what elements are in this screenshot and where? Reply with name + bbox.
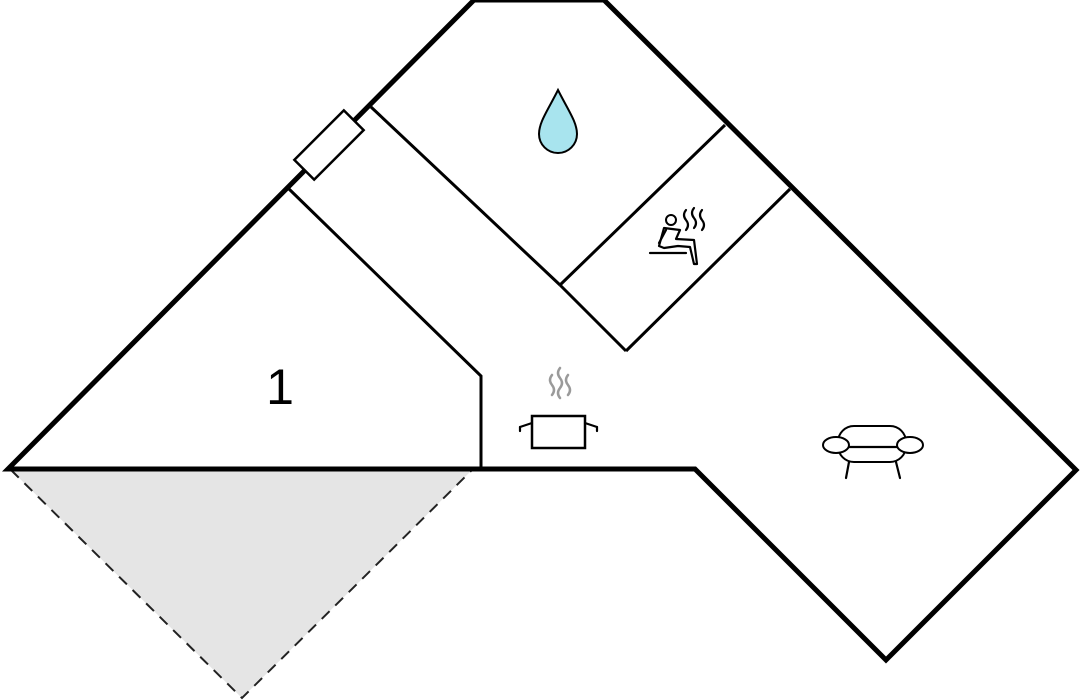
hall-bath-wall bbox=[369, 105, 562, 287]
sauna-icon bbox=[648, 206, 706, 266]
water-drop-icon bbox=[537, 87, 579, 154]
cooking-pot-icon bbox=[518, 366, 599, 450]
room-number-label: 1 bbox=[266, 359, 294, 415]
bath-sauna-wall bbox=[558, 123, 727, 287]
outer-wall bbox=[1, 0, 1080, 664]
terrace-area bbox=[7, 468, 476, 700]
sofa-icon bbox=[822, 425, 924, 480]
bedroom-wall bbox=[287, 187, 483, 469]
sauna-wall-bottom-right bbox=[624, 187, 792, 353]
sauna-wall-bottom-left bbox=[558, 283, 628, 353]
entrance-door bbox=[292, 108, 366, 182]
